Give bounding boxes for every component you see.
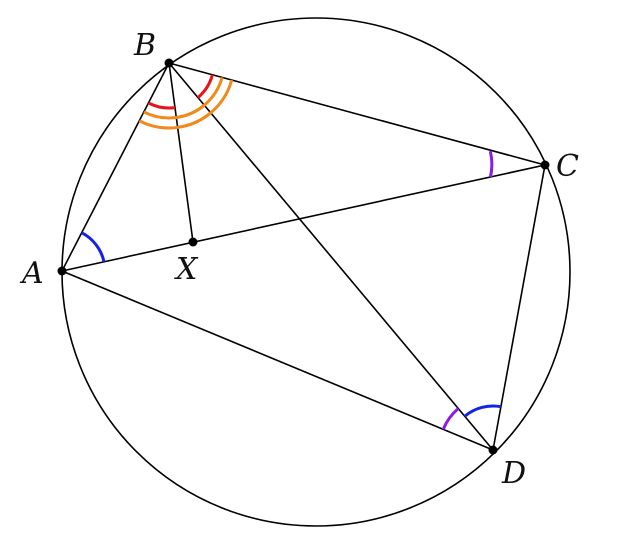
segment-bd: [168, 62, 494, 451]
angle-marks: [80, 74, 502, 431]
point-a: [57, 266, 67, 276]
angle-mark-bac-blue: [80, 231, 106, 263]
segment-da: [61, 270, 494, 451]
angle-mark-dbc-red: [196, 74, 214, 99]
angle-mark-adb-purple: [441, 407, 460, 431]
point-d: [488, 445, 498, 455]
angle-mark-acb-purple: [488, 150, 494, 178]
label-a: A: [19, 256, 44, 291]
angle-mark-bdc-blue: [463, 404, 502, 418]
segment-bc: [168, 62, 546, 166]
points: [57, 58, 550, 455]
segment-cd: [492, 164, 546, 451]
segment-bx: [168, 62, 194, 243]
angle-mark-xbc-orange-outer: [177, 79, 234, 129]
label-c: C: [556, 149, 579, 184]
label-d: D: [501, 456, 526, 491]
angle-mark-abx-red: [147, 101, 176, 110]
label-b: B: [133, 28, 156, 63]
segment-ab: [61, 62, 170, 272]
label-x: X: [174, 252, 199, 287]
angle-mark-xbc-orange-inner: [176, 76, 224, 119]
segment-ac: [61, 164, 546, 272]
point-c: [540, 160, 550, 170]
point-b: [164, 58, 174, 68]
segments: [61, 62, 546, 451]
point-x: [188, 237, 198, 247]
